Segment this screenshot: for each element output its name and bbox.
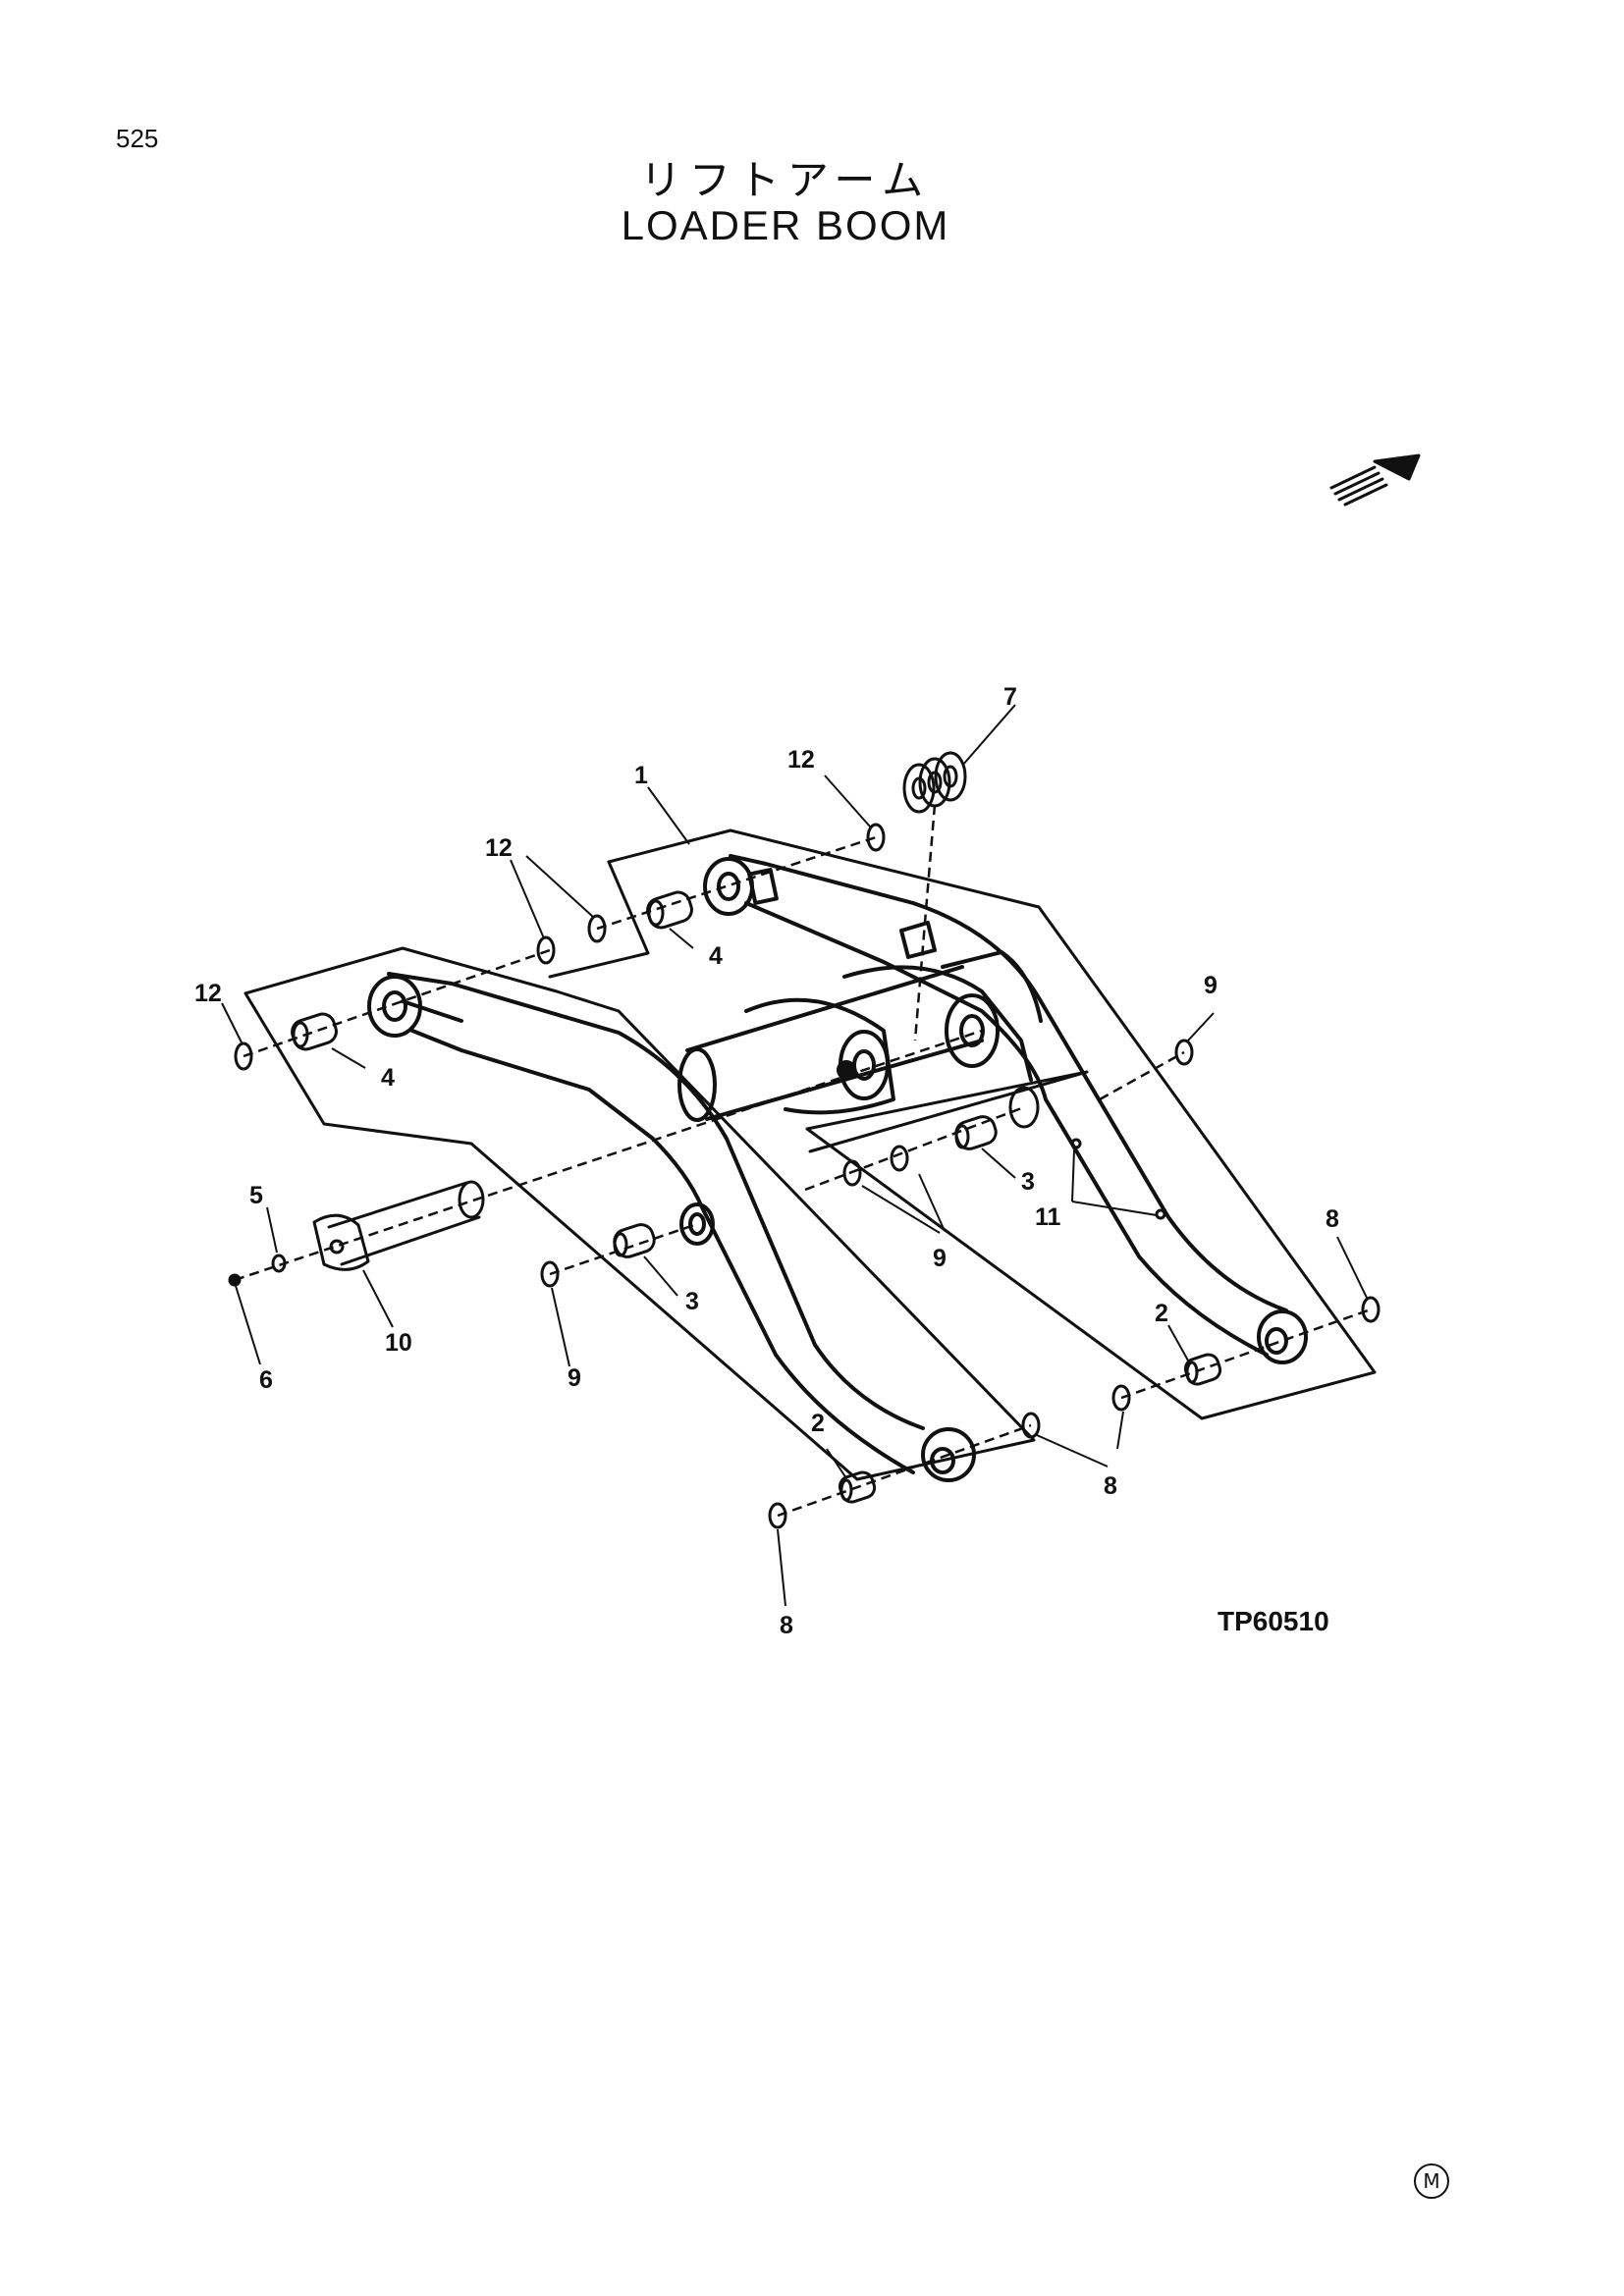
callout-8-mid: 8	[1104, 1472, 1117, 1500]
callout-4-right: 4	[709, 942, 723, 970]
seal-12-mid	[536, 935, 556, 965]
group-box-left-arm	[244, 946, 1036, 1481]
callout-labels: 1 7 12 12 12 4 4 9 9 9 3 3 11 5 6 10 8 8…	[194, 683, 1339, 1639]
seal-9-center-b	[890, 1145, 909, 1172]
callout-6: 6	[259, 1366, 273, 1394]
boom-cross-tube	[677, 921, 1043, 1122]
right-boom-arm	[703, 854, 1308, 1364]
pin-10	[312, 1180, 485, 1271]
centerline-middle-left	[549, 1222, 698, 1276]
seal-9-left	[540, 1260, 560, 1288]
centerline-bottom-left	[777, 1423, 1032, 1518]
drawing-code: TP60510	[1218, 1606, 1329, 1636]
left-boom-upper-eye	[367, 975, 422, 1038]
callout-3-right: 3	[1021, 1168, 1035, 1196]
callout-8-bottom: 8	[780, 1612, 793, 1639]
callout-5: 5	[249, 1182, 263, 1209]
grease-fitting-11-b	[1155, 1208, 1166, 1220]
group-box-top-pins	[548, 860, 650, 979]
left-boom-arm	[367, 972, 976, 1482]
seal-8-bottom-mid	[1021, 1412, 1041, 1439]
callout-1: 1	[634, 762, 648, 789]
front-direction-arrow-icon	[1329, 454, 1421, 507]
callout-9-center: 9	[933, 1245, 947, 1272]
callout-9-right: 9	[1204, 972, 1218, 999]
callout-2-right: 2	[1155, 1300, 1168, 1327]
centerline-top-left	[243, 948, 551, 1058]
bracket-pivot-hole	[945, 993, 1000, 1068]
seal-8-right	[1361, 1296, 1380, 1323]
callout-2-left: 2	[811, 1410, 825, 1437]
seal-9-right	[1174, 1039, 1194, 1066]
seal-12-mid-right	[587, 914, 607, 943]
centerline-top-right	[596, 835, 877, 931]
bushing-4-left	[291, 1012, 338, 1051]
seal-9-center-a	[842, 1159, 862, 1187]
callout-12-top: 12	[787, 746, 815, 774]
callout-4-left: 4	[381, 1064, 395, 1092]
seal-ring-left-middle	[1008, 1086, 1040, 1129]
shims-7	[902, 751, 967, 814]
centerline-shims	[913, 804, 937, 1041]
bushing-3-left	[613, 1223, 656, 1258]
callout-10: 10	[385, 1329, 412, 1357]
grease-fitting-11-a	[1070, 1138, 1082, 1149]
centerline-middle-right	[804, 1105, 1025, 1192]
lube-bracket	[899, 921, 937, 959]
callout-11: 11	[1035, 1203, 1061, 1231]
right-boom-lower-eye	[1257, 1309, 1308, 1364]
left-boom-lower-eye	[921, 1427, 976, 1482]
manufacturer-mark-icon: M	[1414, 2163, 1449, 2199]
callout-12-mid: 12	[485, 834, 513, 862]
callout-3-left: 3	[685, 1288, 699, 1315]
centerline-bottom-right	[1120, 1308, 1372, 1400]
page-title: LOADER BOOM	[621, 202, 950, 248]
bushing-4-right	[646, 890, 693, 930]
centerline-right-arm	[1099, 1050, 1185, 1101]
seal-8-mid-right	[1111, 1384, 1131, 1412]
callout-9-left: 9	[568, 1364, 581, 1392]
callout-7: 7	[1003, 683, 1017, 711]
page-number: 525	[116, 124, 159, 153]
callout-12-left: 12	[194, 980, 222, 1007]
stopper-block	[747, 868, 779, 905]
centerline-pin-10	[234, 1029, 983, 1282]
right-boom-upper-eye	[703, 857, 754, 916]
seal-12-far-left	[234, 1041, 253, 1071]
callout-8-right: 8	[1326, 1205, 1339, 1233]
seal-8-bottom-left	[768, 1502, 787, 1529]
left-boom-middle-eye	[679, 1202, 715, 1246]
bushing-3-right	[954, 1115, 998, 1150]
page-title-japanese: リフトアーム	[639, 156, 932, 204]
seal-12-top	[866, 823, 886, 852]
